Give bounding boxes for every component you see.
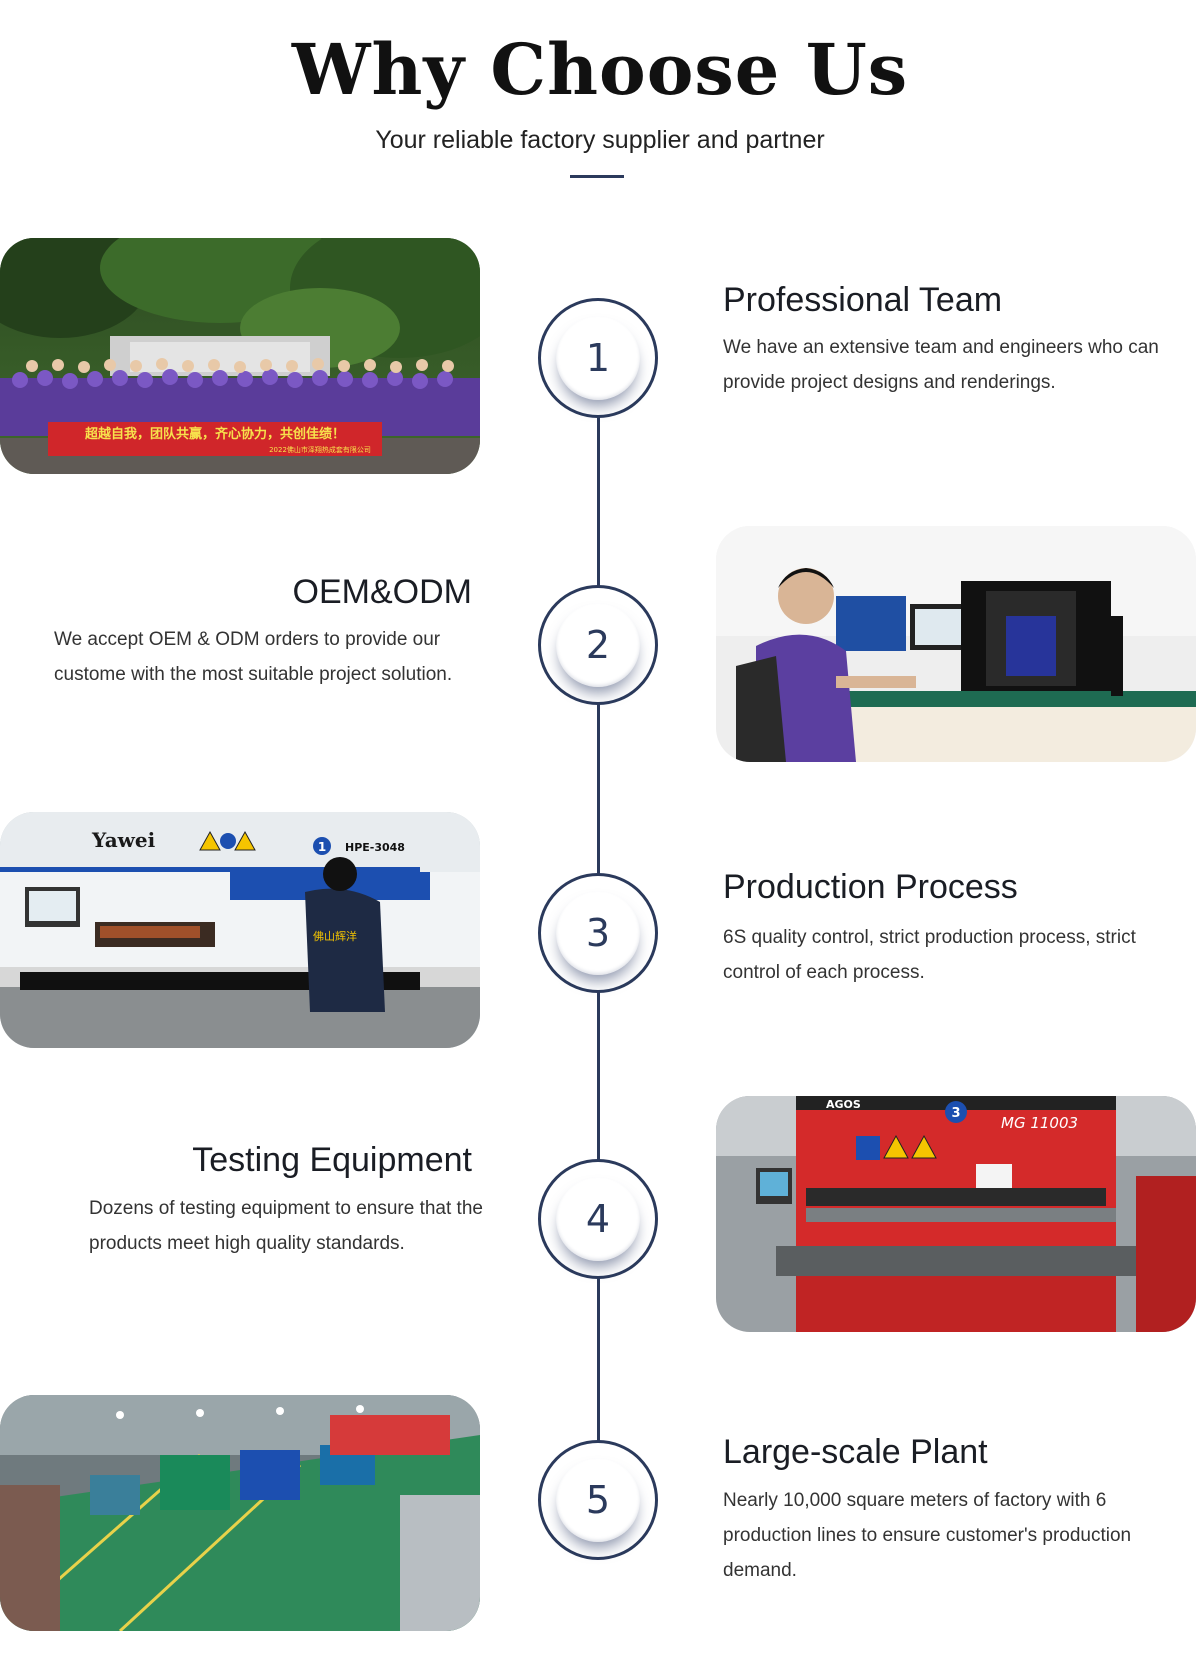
testing-photo: AGOS 3 MG 11003 <box>716 1096 1196 1332</box>
step-number: 3 <box>585 911 611 955</box>
badge-number: 1 <box>318 840 326 854</box>
feature-description: Dozens of testing equipment to ensure th… <box>89 1198 483 1254</box>
feature-title: Testing Equipment <box>192 1141 472 1179</box>
feature-title: OEM&ODM <box>292 573 472 611</box>
step-marker-5: 5 <box>538 1440 658 1560</box>
page-subtitle: Your reliable factory supplier and partn… <box>375 126 825 154</box>
team-photo: 超越自我，团队共赢，齐心协力，共创佳绩！ 2022佛山市泽翔热成套有限公司 <box>0 238 480 474</box>
feature-title: Production Process <box>723 868 1018 906</box>
step-marker-2: 2 <box>538 585 658 705</box>
step-marker-3: 3 <box>538 873 658 993</box>
title-divider <box>570 175 624 178</box>
feature-title: Professional Team <box>723 281 1003 319</box>
plant-photo <box>0 1395 480 1631</box>
step-number: 2 <box>585 623 611 667</box>
machine-model: MG 11003 <box>1001 1114 1078 1132</box>
step-number: 4 <box>585 1197 611 1241</box>
step-number: 5 <box>585 1478 611 1522</box>
step-marker-1: 1 <box>538 298 658 418</box>
feature-description: 6S quality control, strict production pr… <box>723 927 1136 983</box>
feature-description: We have an extensive team and engineers … <box>723 337 1159 393</box>
badge-number: 3 <box>951 1106 960 1121</box>
feature-description: We accept OEM & ODM orders to provide ou… <box>54 629 453 685</box>
feature-title: Large-scale Plant <box>723 1433 988 1471</box>
banner-text: 超越自我，团队共赢，齐心协力，共创佳绩！ <box>85 426 345 442</box>
machine-brand: Yawei <box>91 828 156 852</box>
step-marker-4: 4 <box>538 1159 658 1279</box>
jacket-text: 佛山辉洋 <box>313 929 357 943</box>
engineer-photo <box>716 526 1196 762</box>
banner-subtext: 2022佛山市泽翔热成套有限公司 <box>269 445 371 454</box>
machine-brand: AGOS <box>826 1098 861 1111</box>
production-photo: Yawei 1 HPE-3048 佛山辉洋 <box>0 812 480 1048</box>
page-title: Why Choose Us <box>291 28 909 111</box>
machine-model: HPE-3048 <box>345 841 405 854</box>
feature-description: Nearly 10,000 square meters of factory w… <box>723 1490 1132 1581</box>
step-number: 1 <box>585 336 611 380</box>
